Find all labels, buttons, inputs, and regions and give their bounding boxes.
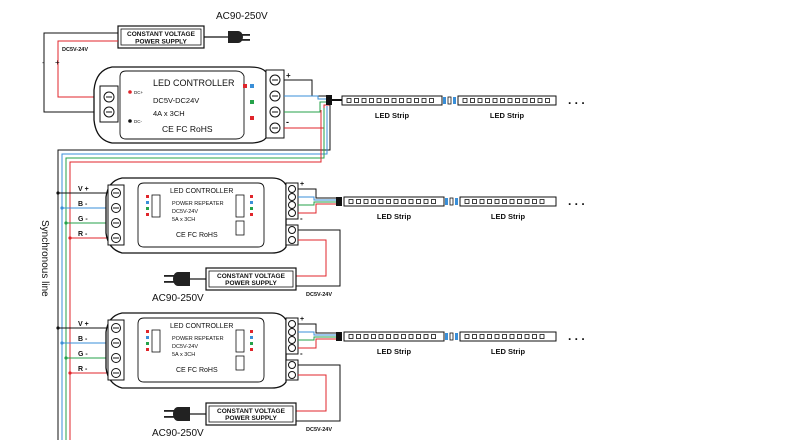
repeater-cert: CE FC RoHS <box>176 367 218 374</box>
svg-text:-: - <box>42 58 45 67</box>
repeater-input-label: G - <box>78 351 88 358</box>
repeater-subtitle: POWER REPEATER <box>172 201 224 207</box>
repeater-controller-body <box>105 312 299 389</box>
repeater-led-strip-2: LED Strip <box>459 196 557 221</box>
top-psu-line1: CONSTANT VOLTAGE <box>127 31 196 38</box>
repeater-out-plus: + <box>300 181 304 188</box>
top-out-plus: + <box>286 71 291 80</box>
repeater-psu-line1: CONSTANT VOLTAGE <box>217 273 286 280</box>
top-controller-title: LED CONTROLLER <box>153 78 235 88</box>
led-strip-label: LED Strip <box>491 347 526 356</box>
strip-connector <box>443 96 456 105</box>
repeater-1: V + B - G - R - LED CONTROLLER POWER REPEATER… <box>56 177 585 304</box>
top-psu-line2: POWER SUPPLY <box>135 39 187 46</box>
repeater-out-minus: - <box>300 349 303 358</box>
repeater-out-minus: - <box>300 214 303 223</box>
top-ac-label: AC90-250V <box>216 11 268 22</box>
repeater-title: LED CONTROLLER <box>170 188 233 195</box>
repeater-input-label: R - <box>78 366 88 373</box>
repeater-rating: 5A x 3CH <box>172 352 195 358</box>
led-strip-label: LED Strip <box>377 212 412 221</box>
top-led-controller <box>93 66 285 144</box>
led-strip-label: LED Strip <box>375 111 410 120</box>
top-controller-cert: CE FC RoHS <box>162 124 213 134</box>
repeater-input-label: R - <box>78 231 88 238</box>
top-controller-rating: 4A x 3CH <box>153 109 185 118</box>
led-strip-label: LED Strip <box>377 347 412 356</box>
top-controller-voltage: DC5V-DC24V <box>153 96 199 105</box>
top-dc-minus-label: DC- <box>134 119 142 124</box>
repeater-led-strip-1: LED Strip <box>343 196 445 221</box>
repeater-rating: 5A x 3CH <box>172 217 195 223</box>
led-strip-label: LED Strip <box>490 111 525 120</box>
repeater-input-label: B - <box>78 336 88 343</box>
repeater-led-strip-1: LED Strip <box>343 331 445 356</box>
top-continuation-dots: . . . <box>568 93 585 107</box>
repeater-cert: CE FC RoHS <box>176 232 218 239</box>
svg-text:+: + <box>55 58 60 67</box>
repeater-psu-line2: POWER SUPPLY <box>225 415 277 422</box>
repeater-subtitle: POWER REPEATER <box>172 336 224 342</box>
repeater-out-plus: + <box>300 316 304 323</box>
top-output-wires <box>284 79 342 129</box>
led-strip-label: LED Strip <box>491 212 526 221</box>
repeater-continuation-dots: . . . <box>568 194 585 208</box>
repeater-input-label: G - <box>78 216 88 223</box>
repeater-input-label: B - <box>78 201 88 208</box>
strip-connector <box>445 197 458 206</box>
top-led-strip-1: LED Strip <box>341 95 443 120</box>
top-dc-label: DC5V-24V <box>62 47 88 53</box>
repeater-title: LED CONTROLLER <box>170 323 233 330</box>
repeater-continuation-dots: . . . <box>568 329 585 343</box>
repeater-ac-plug-icon <box>164 407 206 421</box>
repeater-psu-line1: CONSTANT VOLTAGE <box>217 408 286 415</box>
top-red-indicator <box>243 84 247 88</box>
repeater-input-label: V + <box>78 186 89 193</box>
top-led-strip-2: LED Strip <box>457 95 557 120</box>
repeater-ac-label: AC90-250V <box>152 293 204 304</box>
repeater-voltage: DC5V-24V <box>172 209 198 215</box>
repeater-ac-plug-icon <box>164 272 206 286</box>
synchronous-line-label: Synchronous line <box>39 220 50 297</box>
repeater-dc-label: DC5V-24V <box>306 427 332 433</box>
top-out-minus: - <box>286 117 289 127</box>
top-strip-group: LED Strip LED Strip . . . <box>341 93 585 120</box>
repeater-dc-label: DC5V-24V <box>306 292 332 298</box>
repeater-2: V + B - G - R - LED CONTROLLER POWER REPEATER… <box>56 312 585 439</box>
repeater-strip-row: LED Strip LED Strip <box>343 331 557 356</box>
top-power-supply: CONSTANT VOLTAGE POWER SUPPLY <box>117 25 205 49</box>
repeater-input-label: V + <box>78 321 89 328</box>
repeater-ac-label: AC90-250V <box>152 428 204 439</box>
repeater-psu-line2: POWER SUPPLY <box>225 280 277 287</box>
repeater-voltage: DC5V-24V <box>172 344 198 350</box>
repeater-controller-body <box>105 177 299 254</box>
synchronous-line-bundle <box>57 104 331 440</box>
repeater-strip-row: LED Strip LED Strip <box>343 196 557 221</box>
top-ac-plug-icon <box>204 31 250 43</box>
repeater-led-strip-2: LED Strip <box>459 331 557 356</box>
strip-connector <box>445 332 458 341</box>
top-dc-plus-label: DC+ <box>134 90 143 95</box>
